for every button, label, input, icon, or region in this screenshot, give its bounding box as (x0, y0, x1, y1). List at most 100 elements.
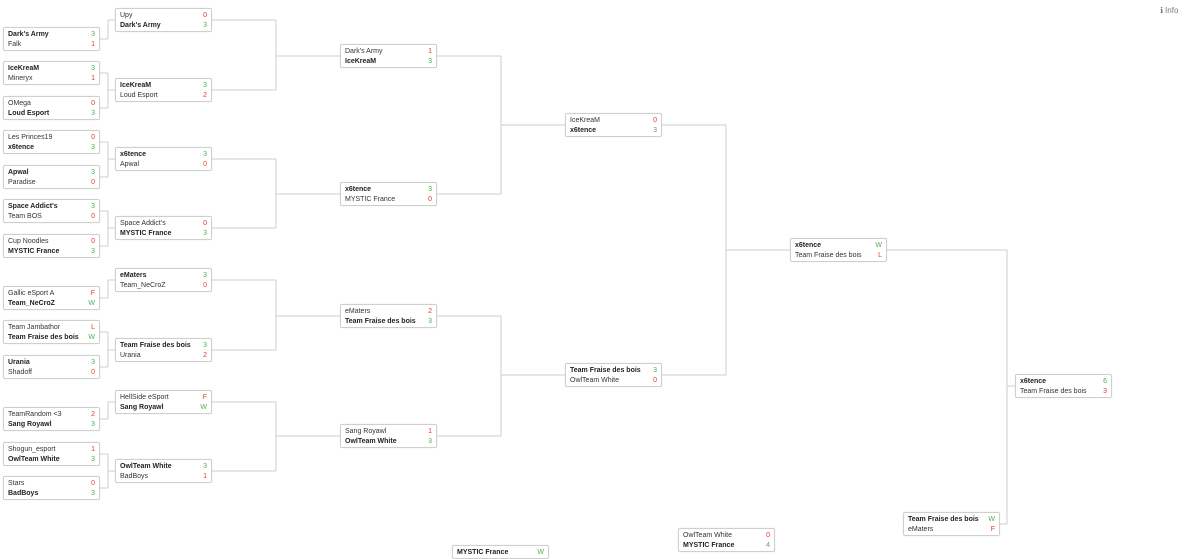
team-row[interactable]: IceKreaM 0 (566, 116, 661, 126)
info-button[interactable]: ℹ Info (1160, 6, 1200, 15)
team-score: 0 (653, 117, 657, 124)
team-name: IceKreaM (570, 117, 600, 124)
team-name: MYSTIC France (683, 542, 735, 549)
team-score: W (537, 549, 544, 556)
